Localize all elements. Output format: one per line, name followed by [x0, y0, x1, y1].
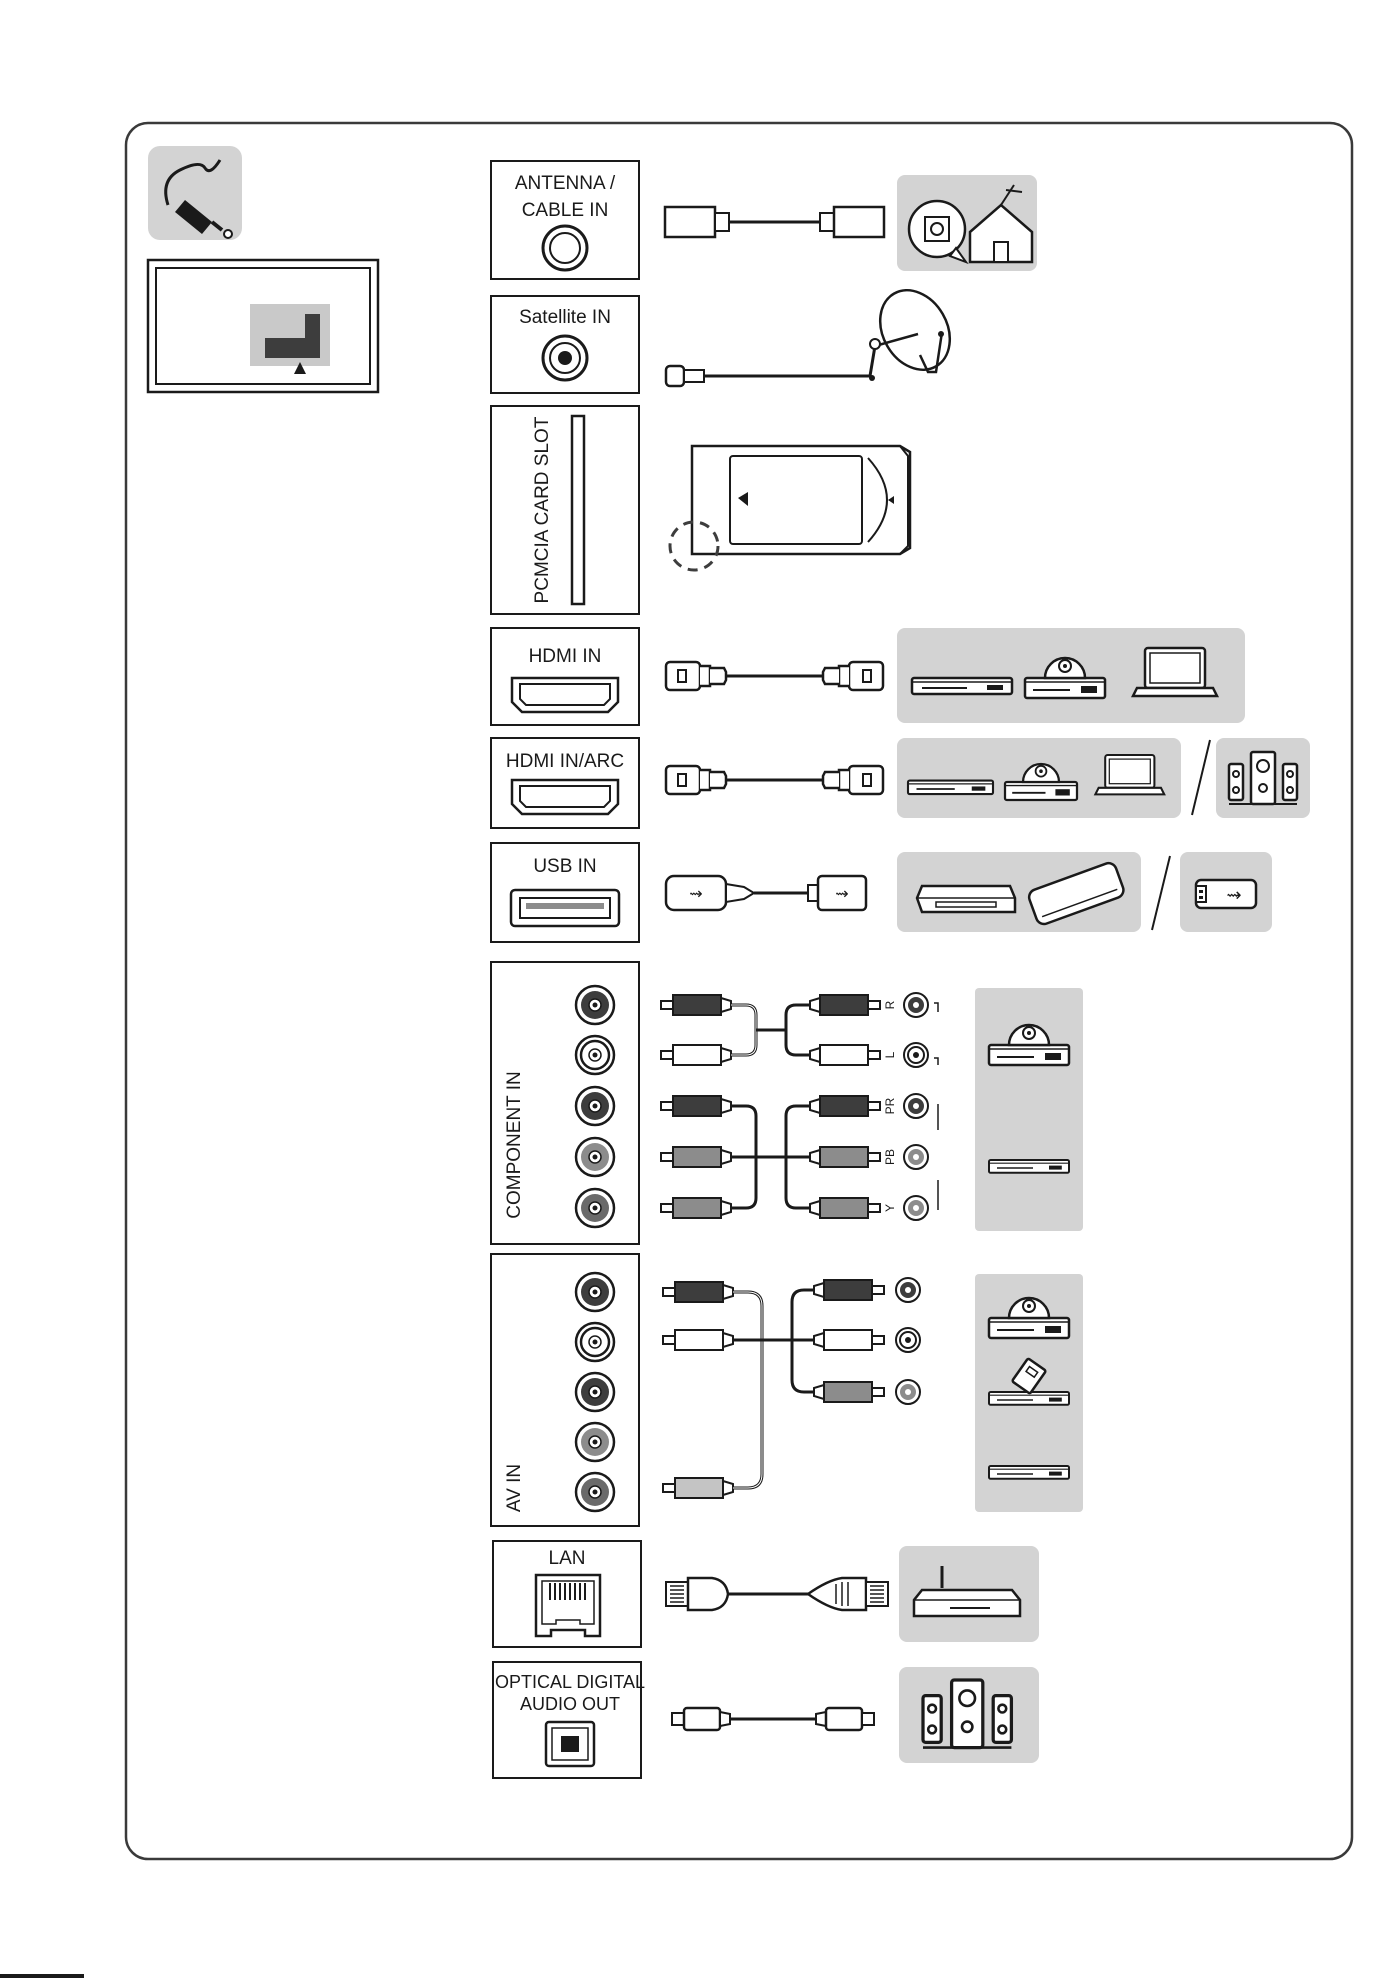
antenna-house-icon: [897, 175, 1037, 271]
lan-label: LAN: [549, 1548, 586, 1569]
hdmi-arc-devices: [897, 738, 1310, 818]
port-av-in: AV IN: [491, 1254, 639, 1526]
pcmcia-label: PCMCIA CARD SLOT: [532, 416, 553, 603]
svg-text:⇝: ⇝: [835, 884, 848, 903]
set-top-box-icon: [989, 1160, 1069, 1173]
av-label: AV IN: [504, 1464, 525, 1512]
tv-back-panel-icon: [148, 260, 378, 392]
satellite-label: Satellite IN: [519, 307, 611, 328]
component-label-y: Y: [883, 1204, 897, 1212]
port-component-in: COMPONENT IN: [491, 962, 639, 1244]
optical-speaker-devices: [899, 1667, 1039, 1763]
hdmi-label: HDMI IN: [529, 646, 602, 667]
hdmi-arc-label: HDMI IN/ARC: [506, 751, 624, 772]
ci-module-card-icon: [670, 446, 910, 570]
set-top-box-icon: [912, 678, 1012, 694]
laptop-icon: [1133, 648, 1217, 696]
antenna-label-line2: CABLE IN: [522, 200, 609, 221]
port-lan: LAN: [493, 1541, 641, 1647]
port-usb-in: USB IN: [491, 843, 639, 942]
laptop-icon: [1095, 755, 1164, 794]
port-hdmi-in-arc: HDMI IN/ARC: [491, 738, 639, 828]
optical-label-line1: OPTICAL DIGITAL: [495, 1672, 645, 1692]
svg-text:⇝: ⇝: [1226, 885, 1241, 906]
port-optical-digital-audio-out: OPTICAL DIGITAL AUDIO OUT: [493, 1662, 645, 1778]
router-icon: [899, 1546, 1039, 1642]
component-label-l: L: [883, 1051, 897, 1058]
footer-rule: [0, 1974, 84, 1978]
svg-text:⇝: ⇝: [689, 884, 702, 903]
optical-label-line2: AUDIO OUT: [520, 1694, 620, 1714]
component-label-pb: PB: [883, 1149, 897, 1165]
port-satellite-in: Satellite IN: [491, 296, 639, 393]
antenna-label-line1: ANTENNA /: [515, 173, 616, 194]
component-label-r: R: [883, 1000, 897, 1009]
usb-label: USB IN: [533, 856, 596, 877]
external-hdd-icon: [917, 886, 1015, 912]
hdmi-source-devices: [897, 628, 1245, 723]
port-pcmcia-card-slot: PCMCIA CARD SLOT: [491, 406, 639, 614]
set-top-box-icon: [989, 1466, 1069, 1479]
component-source-devices: [975, 988, 1083, 1231]
set-top-box-icon: [908, 781, 993, 795]
component-label-pr: PR: [883, 1097, 897, 1114]
cable-plug-icon: [148, 146, 242, 240]
component-label: COMPONENT IN: [504, 1071, 525, 1218]
av-source-devices: [975, 1274, 1083, 1512]
usb-stick-icon: ⇝: [1196, 880, 1256, 908]
port-hdmi-in: HDMI IN: [491, 628, 639, 725]
usb-storage-devices: ⇝: [897, 852, 1272, 932]
port-antenna-cable-in: ANTENNA / CABLE IN: [491, 161, 639, 279]
